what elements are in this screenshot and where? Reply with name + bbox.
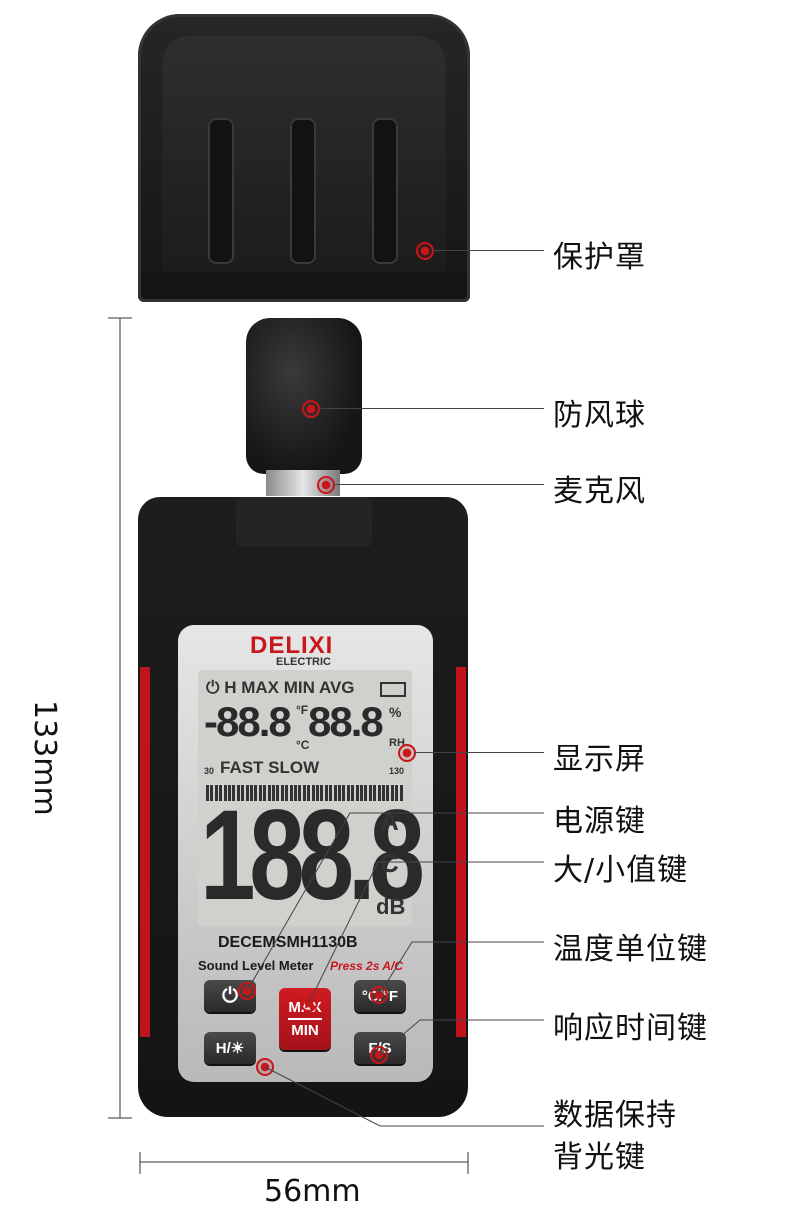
bargraph-segment xyxy=(298,785,302,801)
label-protective-cap: 保护罩 xyxy=(553,240,646,275)
bargraph-segment xyxy=(241,785,245,801)
bargraph-segment xyxy=(346,785,350,801)
meter-neck xyxy=(236,497,372,547)
bargraph-segment xyxy=(364,785,368,801)
bargraph-segment xyxy=(311,785,315,801)
red-side-rail xyxy=(456,667,466,1037)
bargraph-segment xyxy=(206,785,209,801)
label-hold-line2: 背光键 xyxy=(553,1140,646,1175)
lcd-scale-min: 30 xyxy=(204,766,215,776)
label-hold-line1: 数据保持 xyxy=(553,1098,677,1133)
bargraph-segment xyxy=(333,785,337,801)
bargraph-segment xyxy=(214,785,218,801)
brand-logo: DELIXI xyxy=(250,632,334,659)
leader-line xyxy=(334,484,544,485)
callout-marker xyxy=(398,744,416,762)
press-hint: Press 2s A/C xyxy=(330,959,403,973)
bargraph-segment xyxy=(382,785,385,801)
cap-vent xyxy=(290,118,316,264)
bargraph-segment xyxy=(245,785,249,801)
windscreen-ball xyxy=(246,318,362,474)
bargraph-segment xyxy=(285,785,289,801)
bargraph-segment xyxy=(267,785,271,801)
power-icon: ⏻ xyxy=(206,678,220,697)
leader-line xyxy=(414,752,544,753)
label-windscreen: 防风球 xyxy=(553,398,646,433)
bargraph-segment xyxy=(355,785,359,801)
bargraph-segment xyxy=(324,785,328,801)
cap-face xyxy=(162,36,446,272)
bargraph-segment xyxy=(276,785,280,801)
red-side-rail xyxy=(140,667,150,1037)
power-icon: ⏻ xyxy=(222,984,238,1007)
hold-backlight-button[interactable]: H/☀ xyxy=(204,1032,256,1064)
bargraph-segment xyxy=(289,785,293,801)
lcd-unit-c: °C xyxy=(296,738,310,752)
label-temp-unit-key: 温度单位键 xyxy=(553,932,708,967)
bargraph-segment xyxy=(263,785,267,801)
bargraph-segment xyxy=(338,785,341,801)
battery-icon xyxy=(380,682,406,697)
bargraph-segment xyxy=(232,785,236,801)
bargraph-segment xyxy=(360,785,363,801)
brand-subtitle: ELECTRIC xyxy=(276,656,331,668)
lcd-scale-max: 130 xyxy=(389,766,405,776)
label-microphone: 麦克风 xyxy=(553,474,646,509)
label-power-key: 电源键 xyxy=(553,804,646,839)
bargraph-segment xyxy=(254,785,258,801)
bargraph-segment xyxy=(373,785,377,801)
bargraph-segment xyxy=(368,785,372,801)
bargraph-segment xyxy=(258,785,262,801)
lcd-response-mode: FAST SLOW xyxy=(220,758,320,777)
callout-marker xyxy=(302,400,320,418)
label-response-key: 响应时间键 xyxy=(553,1011,708,1046)
cap-vent xyxy=(372,118,398,264)
bargraph-segment xyxy=(351,785,355,801)
lcd-unit-f: °F xyxy=(296,703,309,717)
bargraph-segment xyxy=(395,785,399,801)
model-number: DECEMSMH1130B xyxy=(218,934,358,951)
bargraph-segment xyxy=(228,785,231,801)
bargraph-segment xyxy=(294,785,297,801)
lcd-humidity-digits: 88.8 xyxy=(308,698,384,745)
cap-vent xyxy=(208,118,234,264)
bargraph-segment xyxy=(320,785,324,801)
callout-marker xyxy=(317,476,335,494)
lcd-weight-c: C xyxy=(380,848,399,878)
dimension-width: 56mm xyxy=(264,1174,361,1209)
bargraph-segment xyxy=(386,785,390,801)
bargraph-segment xyxy=(399,785,403,801)
protective-cap xyxy=(138,14,470,302)
bargraph-segment xyxy=(329,785,333,801)
bargraph-segment xyxy=(307,785,311,801)
dimension-height: 133mm xyxy=(27,700,62,816)
bargraph-segment xyxy=(390,785,394,801)
bargraph-segment xyxy=(219,785,223,801)
bargraph-segment xyxy=(272,785,275,801)
bargraph-segment xyxy=(250,785,253,801)
leader-line xyxy=(432,250,544,251)
bargraph-segment xyxy=(342,785,346,801)
bargraph-segment xyxy=(236,785,240,801)
lcd-percent: % xyxy=(389,704,402,720)
min-label: MIN xyxy=(291,1022,319,1039)
bargraph-segment xyxy=(377,785,381,801)
bargraph-segment xyxy=(223,785,227,801)
leader-line xyxy=(320,408,544,409)
bargraph-segment xyxy=(316,785,319,801)
product-name: Sound Level Meter xyxy=(198,958,314,973)
lcd-mode-indicators: H MAX MIN AVG xyxy=(224,678,355,697)
lcd-temp-digits: -88.8 xyxy=(204,698,292,745)
lcd-unit-db: dB xyxy=(376,894,406,919)
label-max-min-key: 大/小值键 xyxy=(553,853,689,888)
lcd-top-icons: ⏻ H MAX MIN AVG xyxy=(206,678,355,698)
bargraph-segment xyxy=(302,785,306,801)
label-display: 显示屏 xyxy=(553,742,646,777)
bargraph-segment xyxy=(280,785,284,801)
callout-marker xyxy=(416,242,434,260)
bargraph-segment xyxy=(210,785,214,801)
